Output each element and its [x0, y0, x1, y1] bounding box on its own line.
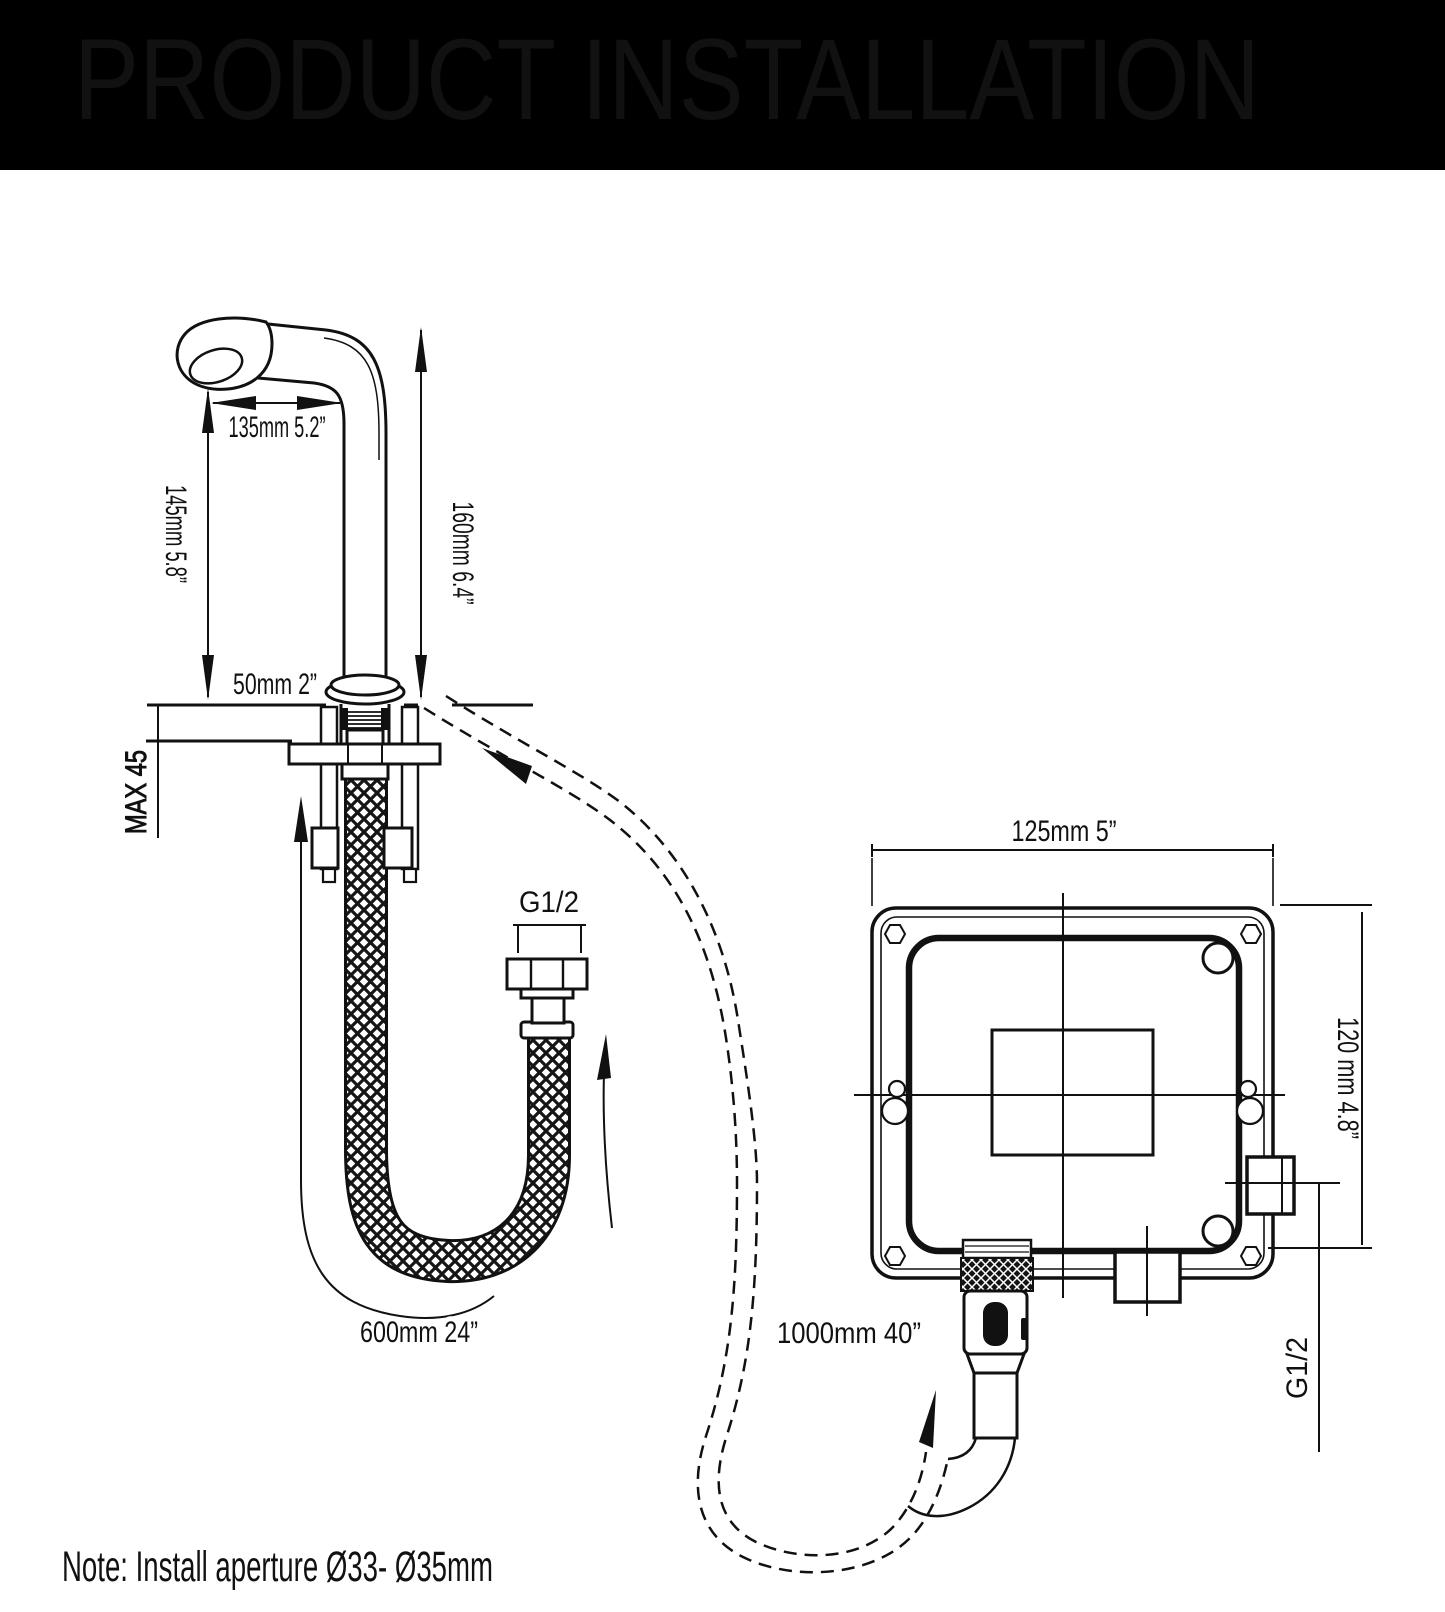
plug-stem	[972, 1371, 1019, 1440]
dim-50-label: 50mm 2”	[233, 668, 317, 701]
shank-threads	[342, 711, 388, 729]
plug-gland-collar	[961, 1238, 1033, 1260]
control-box-group: G1/2 125mm 5” 120 mm 4.8”	[854, 815, 1372, 1452]
box-screw-icon	[1239, 924, 1263, 944]
faucet-body-right-edge	[267, 322, 388, 680]
supply-hose-braid	[347, 777, 568, 1281]
cable-solid-tail-1	[947, 1437, 978, 1461]
keyhole-mount-right-icon	[1235, 1096, 1265, 1126]
box-screw-icon	[1239, 1246, 1263, 1266]
dim-160-arrow-top-icon	[415, 327, 427, 372]
sensor-window-icon	[188, 347, 244, 385]
dim-120-line	[1268, 904, 1372, 1249]
cable-arrow-icon	[482, 748, 532, 784]
faucet-body-left-edge	[257, 376, 346, 680]
hose-flow-arrow-icon	[294, 796, 308, 842]
dim-125-label: 125mm 5”	[1012, 815, 1117, 848]
dim-135-label: 135mm 5.2”	[229, 411, 326, 444]
hose-hex-facets	[529, 959, 565, 989]
box-screw-icon	[883, 924, 907, 944]
outlet-thread-label: G1/2	[1281, 1337, 1314, 1399]
dim-135-arrow-left-icon	[211, 396, 256, 410]
hose-length-label: 600mm 24”	[360, 1316, 478, 1349]
counter-mounting-group: MAX 45	[120, 703, 533, 884]
box-outlet-fitting	[1245, 1155, 1296, 1216]
page-title: PRODUCT INSTALLATION	[74, 16, 1260, 144]
plug-notch-icon	[1021, 1318, 1027, 1340]
dim-145-arrow-top-icon	[202, 388, 214, 433]
dim-145-arrow-bottom-icon	[202, 655, 214, 700]
keyhole-mount-right-icon	[1238, 1079, 1258, 1099]
faucet-dimensions-group: 135mm 5.2” 145mm 5.8” 160mm 6.4” 50mm 2”	[159, 327, 479, 701]
stud-foot-right	[402, 867, 418, 884]
cable-inner-line	[445, 694, 928, 1557]
box-screw-icon	[883, 1246, 907, 1266]
dim-125-extensions	[871, 858, 1274, 906]
cover-screw-icon	[1201, 941, 1235, 975]
header-background	[0, 0, 1445, 170]
hose-flow-arrow-2-icon	[597, 1034, 611, 1080]
plug-taper	[964, 1352, 1027, 1375]
mount-bracket-bar	[287, 742, 442, 766]
plug-gland-braid	[960, 1257, 1034, 1292]
dim-145-label: 145mm 5.8”	[159, 485, 192, 583]
stud-nut-right	[382, 826, 414, 870]
cable-arrow-2-icon	[919, 1390, 936, 1448]
dim-135-arrow-right-icon	[297, 396, 342, 410]
dim-160-label: 160mm 6.4”	[446, 502, 479, 605]
dim-125-line	[871, 844, 1274, 857]
control-box-outer	[870, 906, 1275, 1280]
hose-fitting-neck	[530, 995, 566, 1025]
box-center-window	[990, 1028, 1155, 1157]
shank-thread-edge-left	[341, 708, 348, 730]
plug-slot-icon	[983, 1302, 1008, 1346]
hose-thread-label: G1/2	[519, 886, 579, 919]
stud-foot-left	[321, 867, 337, 884]
cable-outer-line	[423, 706, 950, 1574]
control-box-cover-plate	[905, 934, 1243, 1255]
dim-120-label: 120 mm 4.8”	[1331, 1017, 1364, 1139]
dim-160-arrow-bottom-icon	[415, 655, 427, 700]
cable-length-label: 1000mm 40”	[777, 1317, 921, 1350]
shank-through-bracket	[347, 744, 383, 764]
control-box-outer-inset	[880, 916, 1265, 1270]
faucet-base-flange-upper	[329, 673, 401, 697]
stud-nut-left	[310, 826, 340, 870]
hose-fitting-hex-nut	[505, 957, 589, 991]
faucet-group	[175, 316, 406, 706]
plug-gland-collar-lines	[965, 1245, 1029, 1253]
counter-max-label: MAX 45	[120, 750, 153, 834]
shank-lower-nut	[340, 762, 390, 781]
install-note: Note: Install aperture Ø33- Ø35mm	[62, 1543, 493, 1591]
sensor-cable-group: 1000mm 40”	[423, 694, 1034, 1574]
keyhole-mount-left-icon	[880, 1096, 910, 1126]
shank-thread-edge-right	[381, 708, 388, 730]
supply-hose-group: G1/2 600mm 24”	[294, 777, 613, 1354]
hose-flow-path	[300, 812, 495, 1319]
header-banner: PRODUCT INSTALLATION	[0, 0, 1445, 170]
hose-thread-bracket	[513, 924, 586, 953]
faucet-body-inner-line	[323, 337, 380, 460]
keyhole-mount-left-icon	[887, 1079, 907, 1099]
cable-solid-tail-2	[907, 1437, 1017, 1518]
cover-screw-icon	[1201, 1214, 1235, 1248]
